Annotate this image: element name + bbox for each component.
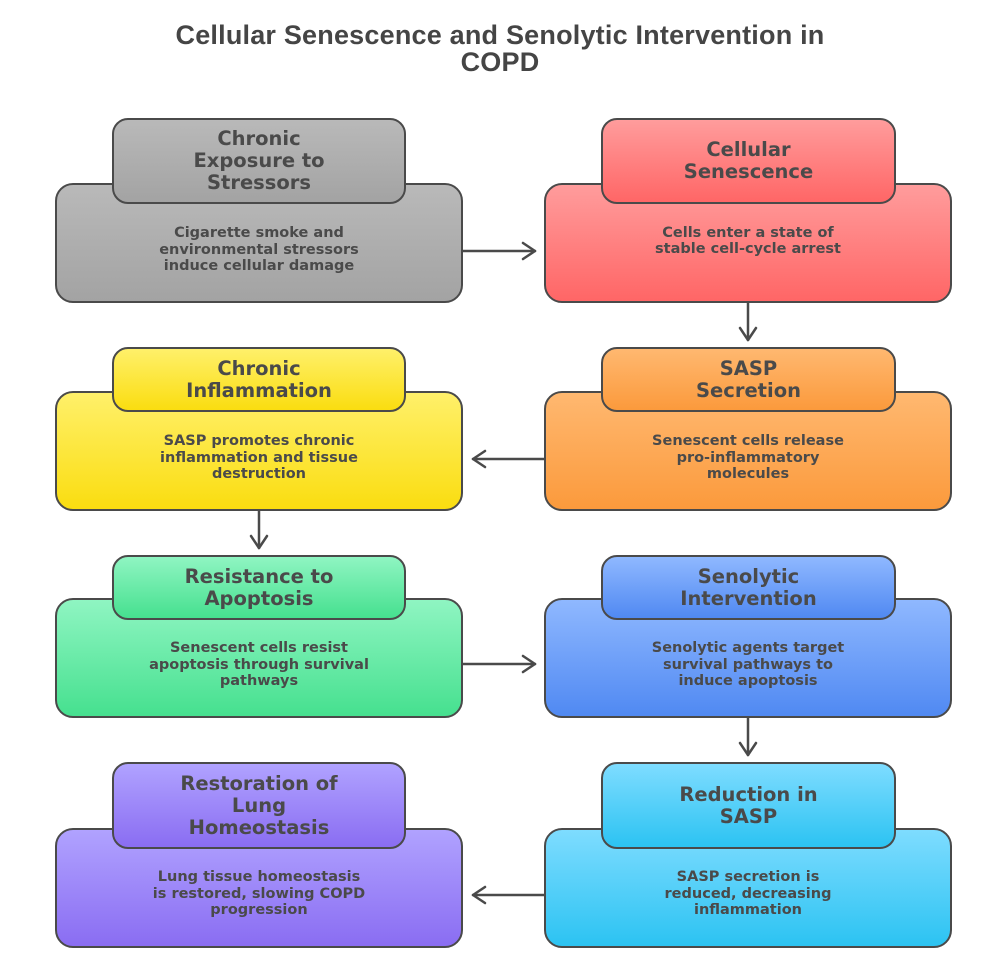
- node-title: Reduction in SASP: [679, 782, 818, 828]
- arrow-senolytic-to-reduction: [738, 715, 758, 757]
- node-title-box: Chronic Inflammation: [112, 347, 406, 412]
- node-title: SASP Secretion: [696, 356, 801, 402]
- node-title-box: Chronic Exposure to Stressors: [112, 118, 406, 204]
- node-title: Senolytic Intervention: [680, 564, 817, 610]
- arrow-inflammation-to-resistance: [249, 508, 269, 550]
- diagram-title-line-1: Cellular Senescence and Senolytic Interv…: [175, 20, 825, 50]
- arrow-sasp-to-inflammation: [471, 449, 547, 469]
- diagram-title-line-2: COPD: [460, 47, 540, 77]
- node-title-box: Cellular Senescence: [601, 118, 896, 204]
- node-description: Senolytic agents target survival pathway…: [651, 640, 845, 690]
- node-description: Senescent cells resist apoptosis through…: [149, 640, 369, 690]
- node-title: Restoration of Lung Homeostasis: [180, 771, 338, 839]
- node-title: Chronic Exposure to Stressors: [193, 127, 325, 194]
- node-description: SASP secretion is reduced, decreasing in…: [664, 869, 832, 919]
- arrow-reduction-to-restoration: [471, 885, 547, 905]
- arrow-senescence-to-sasp: [738, 300, 758, 342]
- node-description: Senescent cells release pro-inflammatory…: [652, 433, 844, 483]
- node-title: Cellular Senescence: [683, 138, 814, 183]
- node-title: Chronic Inflammation: [186, 356, 332, 402]
- diagram-title: Cellular Senescence and Senolytic Interv…: [0, 22, 1000, 76]
- node-title: Resistance to Apoptosis: [184, 564, 334, 610]
- arrow-exposure-to-senescence: [460, 241, 537, 261]
- node-title-box: SASP Secretion: [601, 347, 896, 412]
- node-description: Cigarette smoke and environmental stress…: [159, 225, 359, 275]
- node-title-box: Restoration of Lung Homeostasis: [112, 762, 406, 849]
- node-description: SASP promotes chronic inflammation and t…: [160, 433, 358, 483]
- node-title-box: Senolytic Intervention: [601, 555, 896, 620]
- node-description: Cells enter a state of stable cell-cycle…: [655, 224, 841, 258]
- node-description: Lung tissue homeostasis is restored, slo…: [152, 869, 366, 919]
- node-title-box: Reduction in SASP: [601, 762, 896, 849]
- node-title-box: Resistance to Apoptosis: [112, 555, 406, 620]
- arrow-resistance-to-senolytic: [460, 654, 537, 674]
